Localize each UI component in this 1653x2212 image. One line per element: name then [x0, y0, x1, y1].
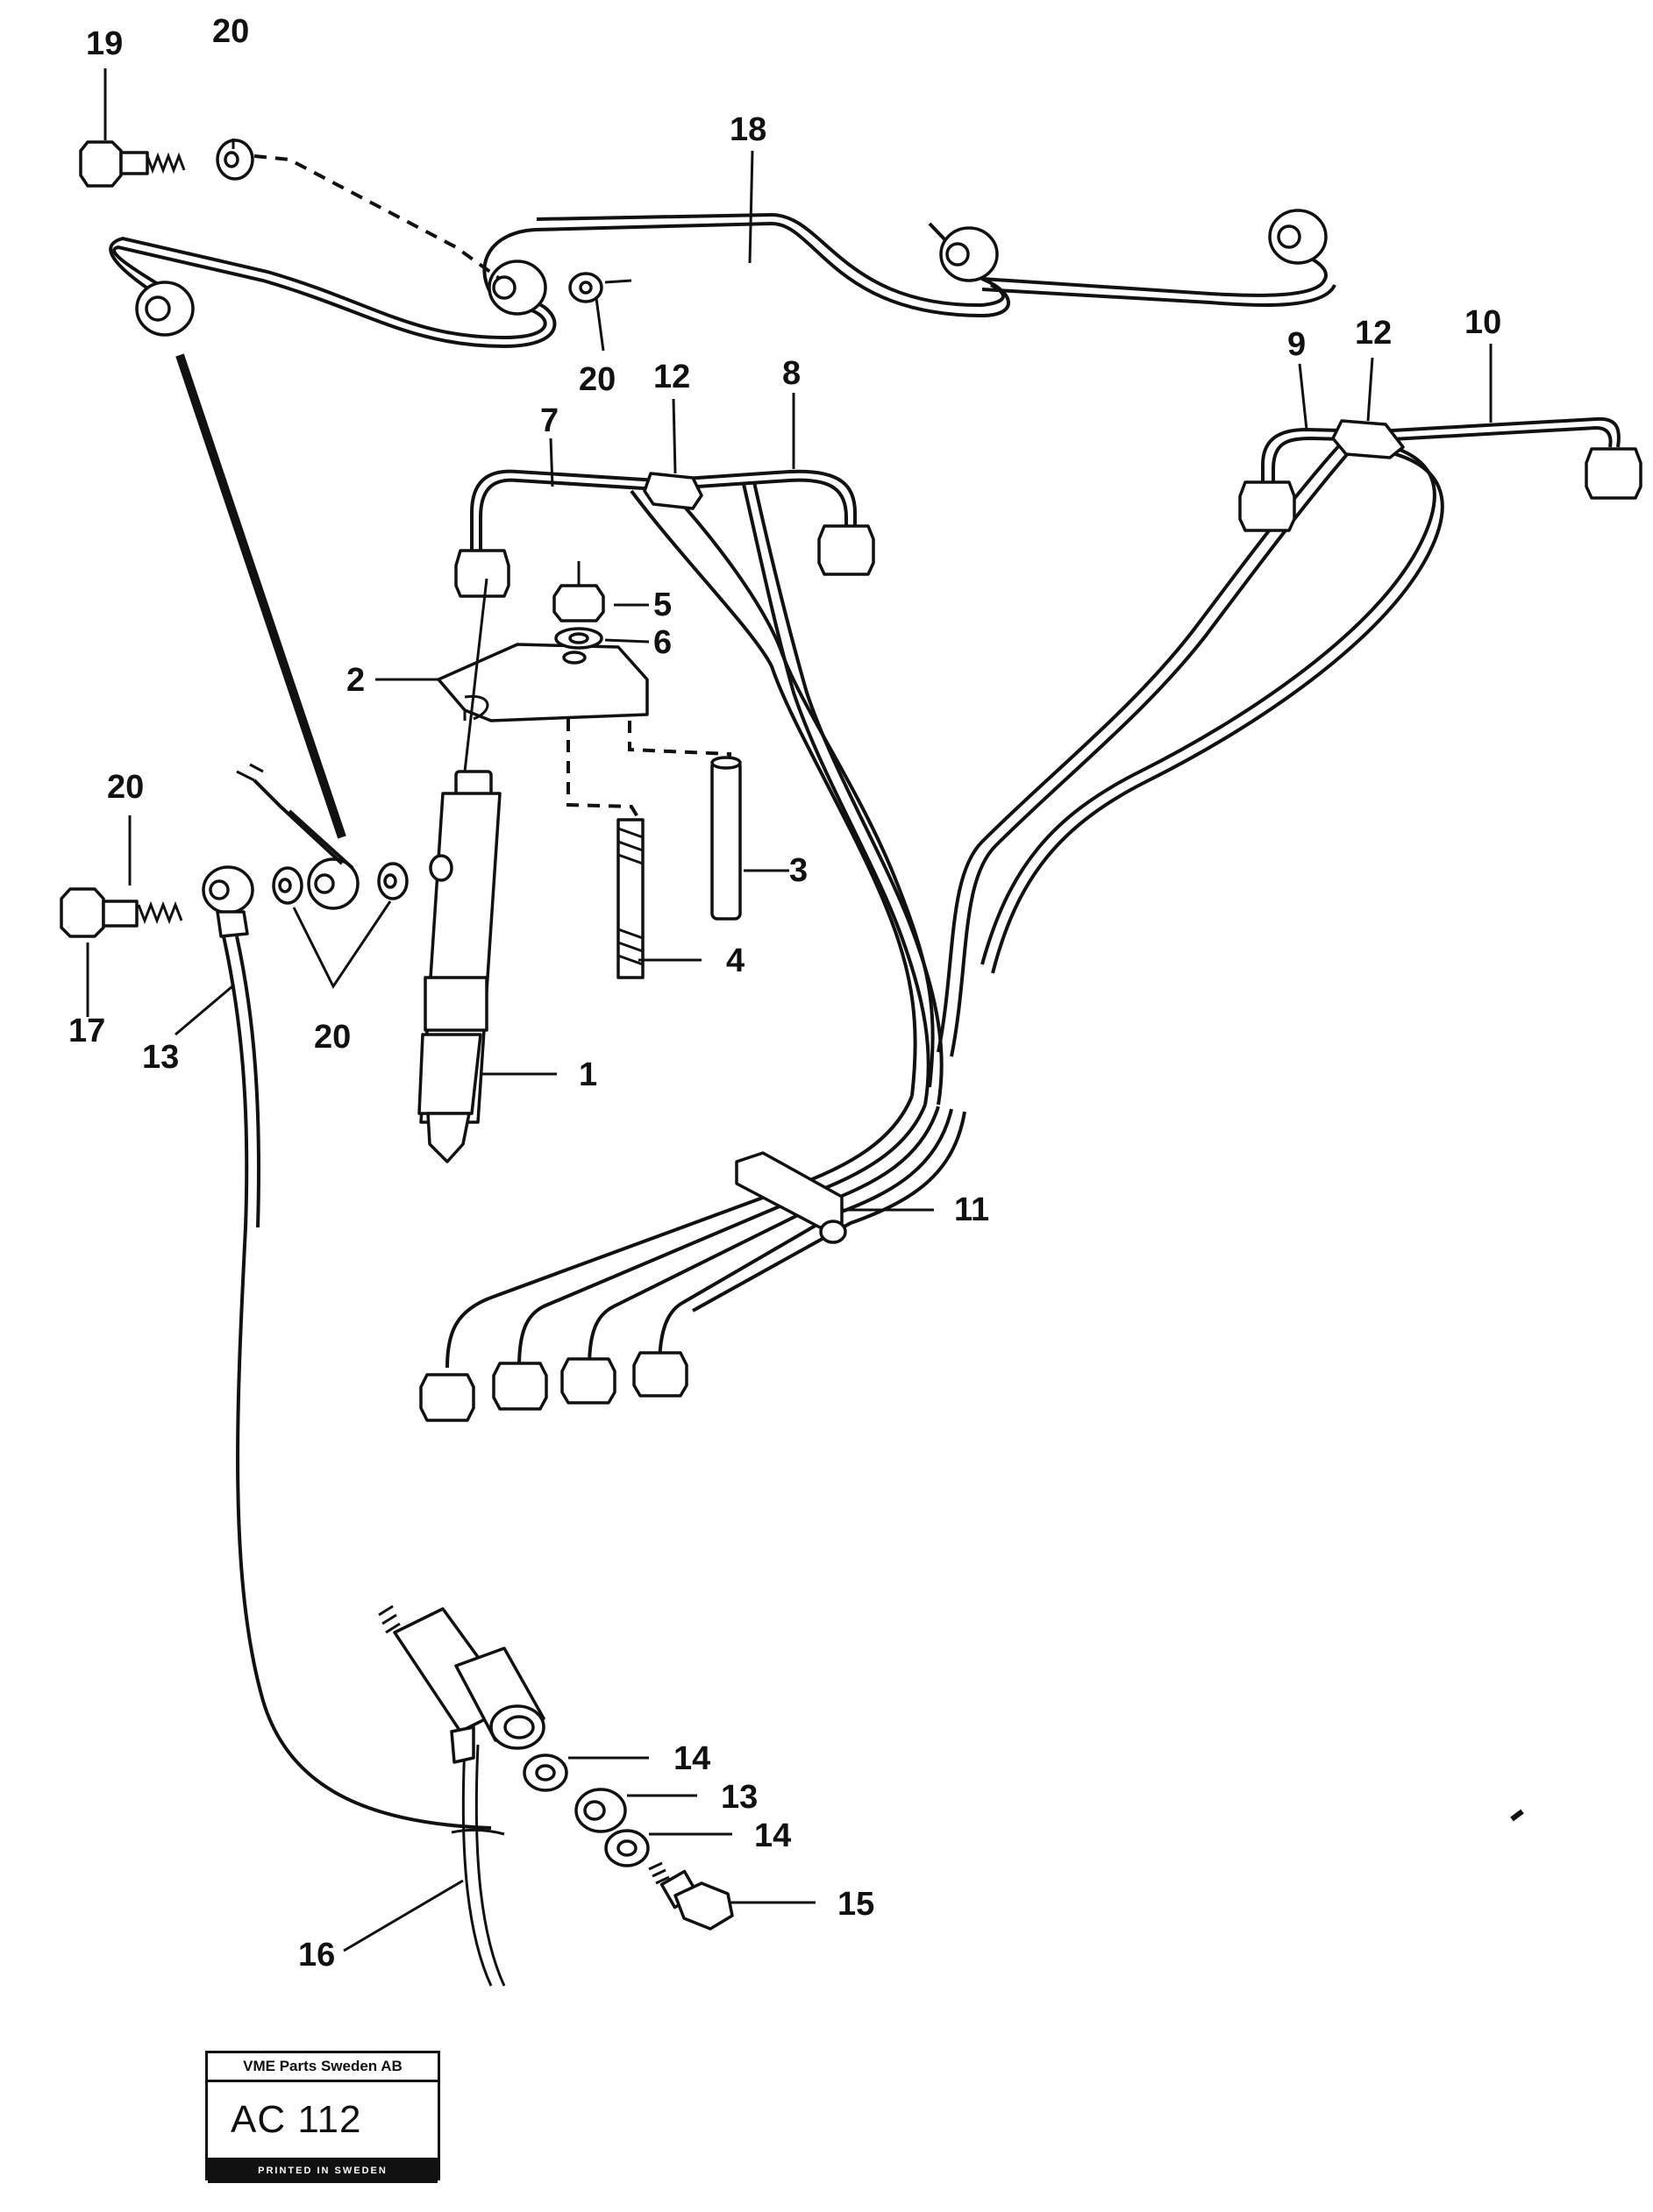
washer-14-b [604, 1829, 650, 1867]
pipe-nut-d [632, 1351, 688, 1398]
clamp-12-right [1331, 419, 1405, 459]
drawing-code: AC 112 [231, 2098, 362, 2141]
pipe-nut-c [560, 1357, 616, 1405]
stud-4 [616, 818, 645, 979]
callout-14-lower: 14 [754, 1817, 791, 1854]
delivery-pipes-7-8 [454, 469, 944, 1106]
leader-lines [86, 68, 1493, 1952]
pipe-nut-8 [817, 524, 875, 576]
company-name: VME Parts Sweden AB [208, 2053, 438, 2082]
clamp-12-left [643, 472, 703, 510]
pipe-nut-9 [1238, 480, 1296, 532]
callout-3: 3 [789, 852, 808, 889]
callout-8: 8 [782, 355, 801, 392]
callout-20-left: 20 [107, 769, 144, 806]
callout-4: 4 [726, 942, 745, 979]
assembly-line-pin [628, 721, 731, 763]
banjo-fitting-left [135, 281, 195, 337]
callout-20-bottom: 20 [314, 1019, 351, 1056]
sealing-washer-20-top [216, 139, 254, 181]
washer-14-a [523, 1753, 568, 1792]
callout-13-upper: 13 [142, 1039, 179, 1076]
leak-off-pipe-18 [109, 209, 1336, 349]
callout-12-right: 12 [1355, 315, 1392, 352]
callout-labels: 19 20 18 20 12 8 7 9 12 10 5 6 2 3 4 1 1… [68, 13, 1501, 1974]
banjo-fitting-right [1268, 209, 1328, 265]
banjo-bolt-19 [79, 140, 186, 188]
callout-1: 1 [579, 1056, 597, 1093]
callout-5: 5 [653, 587, 672, 623]
return-pipe-link [175, 353, 346, 839]
injector-1 [417, 578, 502, 1163]
callout-15: 15 [837, 1886, 874, 1923]
washer-20-a [272, 866, 303, 905]
callout-20-top: 20 [212, 13, 249, 50]
hex-nut-5 [552, 561, 605, 622]
pipe-nut-a [419, 1373, 475, 1422]
printed-note: PRINTED IN SWEDEN [208, 2158, 438, 2183]
assembly-line-top [253, 154, 502, 281]
banjo-fitting-3 [939, 226, 999, 282]
callout-2: 2 [346, 662, 365, 699]
washer-6 [554, 627, 603, 650]
pipe-nut-b [492, 1362, 548, 1411]
banjo-bolt-17 [60, 887, 183, 938]
banjo-fitting-2 [488, 260, 603, 316]
banjo-fitting-13-lower [574, 1788, 627, 1833]
stray-mark [1510, 1809, 1524, 1822]
title-block: VME Parts Sweden AB AC 112 PRINTED IN SW… [205, 2051, 440, 2183]
callout-7: 7 [540, 402, 559, 439]
washer-20-b [377, 862, 409, 900]
callout-19: 19 [86, 25, 123, 62]
callout-6: 6 [653, 624, 672, 661]
banjo-bolt-15 [648, 1861, 734, 1931]
callout-10: 10 [1464, 304, 1501, 341]
callout-17: 17 [68, 1013, 105, 1049]
callout-11: 11 [954, 1191, 989, 1228]
banjo-fitting-injector [253, 779, 360, 910]
return-hose-16 [222, 763, 506, 1987]
callout-16: 16 [298, 1937, 335, 1974]
callout-13-lower: 13 [721, 1779, 758, 1816]
callout-20-mid: 20 [579, 361, 616, 398]
dowel-pin-3 [710, 756, 742, 921]
banjo-fitting-13 [202, 865, 254, 938]
assembly-line-washer [604, 279, 632, 284]
pipe-bundle [419, 1095, 966, 1422]
washer-pointer-lines [292, 900, 392, 989]
valve-body [378, 1604, 545, 1764]
callout-14-upper: 14 [673, 1740, 710, 1777]
delivery-pipes-9-10 [937, 416, 1642, 1057]
pipe-nut-10 [1585, 447, 1642, 500]
pipe-nut-7 [454, 549, 510, 598]
assembly-line-stud [566, 719, 644, 826]
callout-18: 18 [730, 111, 766, 148]
clamp-bracket-2 [437, 643, 649, 722]
callout-9: 9 [1287, 326, 1306, 363]
callout-12-left: 12 [653, 359, 690, 395]
